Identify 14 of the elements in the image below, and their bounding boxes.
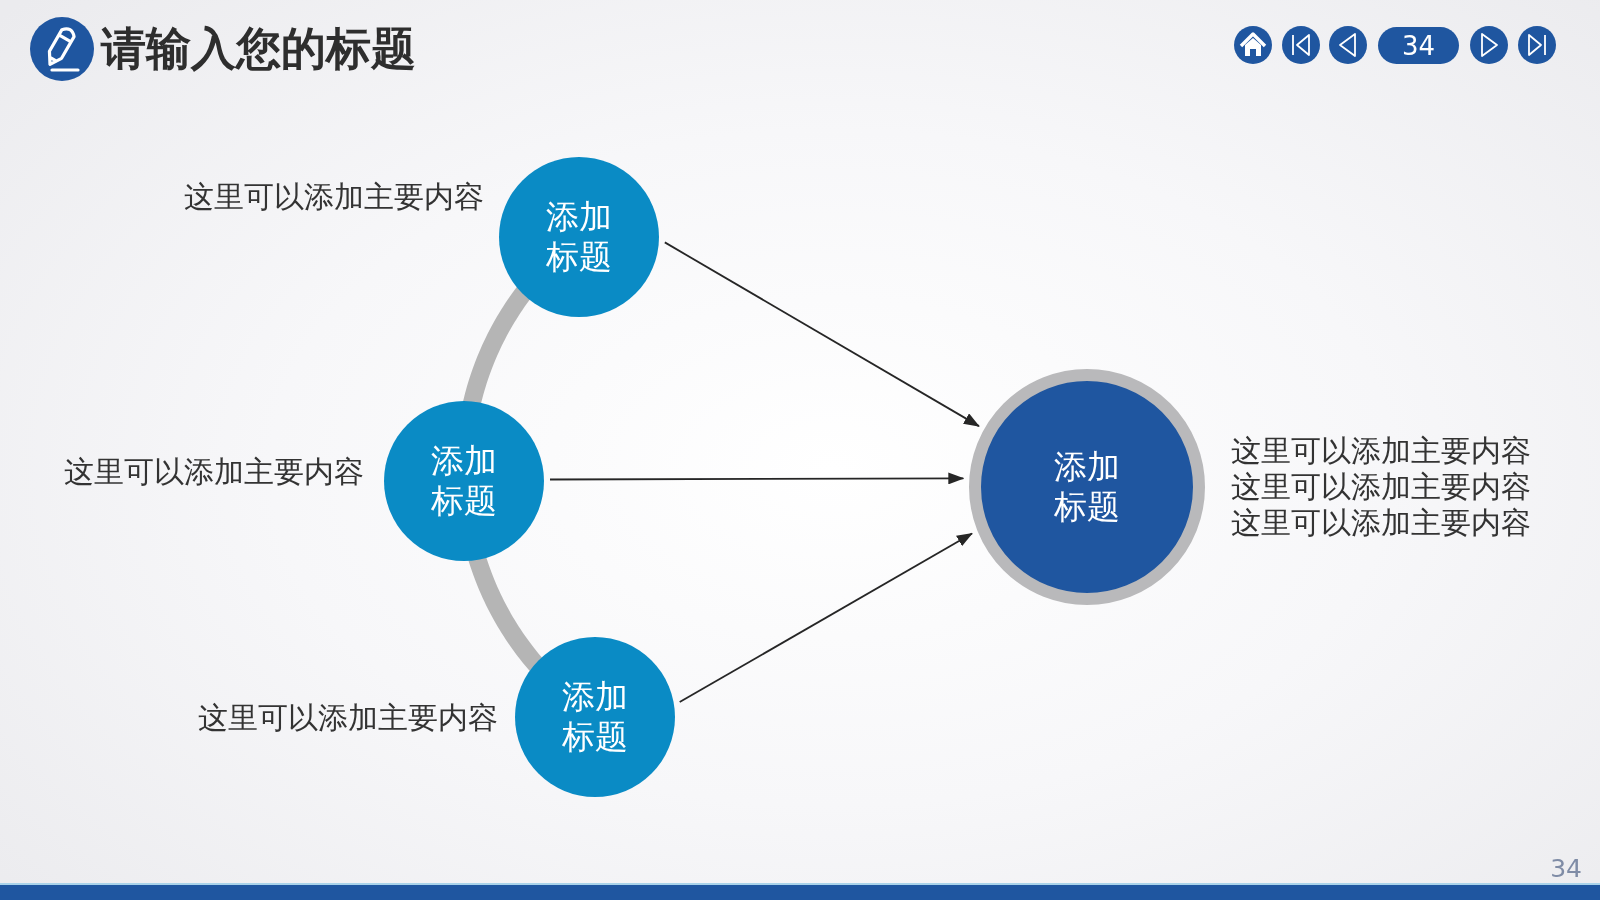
arrow (678, 532, 973, 703)
circle-title: 添加标题 (431, 441, 497, 521)
circle-title: 添加标题 (562, 677, 628, 757)
description-text: 这里可以添加主要内容 (198, 700, 498, 736)
slide-title: 请输入您的标题 (101, 22, 416, 76)
arrow (663, 241, 980, 428)
circle-title: 添加标题 (1054, 447, 1120, 527)
description-text: 这里可以添加主要内容 (184, 179, 484, 215)
arrow (549, 472, 965, 485)
circle-title: 添加标题 (546, 197, 612, 277)
slide-number: 34 (1550, 856, 1582, 882)
description-text: 这里可以添加主要内容 (64, 454, 364, 490)
description-text: 这里可以添加主要内容这里可以添加主要内容这里可以添加主要内容 (1231, 433, 1532, 541)
page-number-indicator: 34 (1378, 27, 1459, 64)
